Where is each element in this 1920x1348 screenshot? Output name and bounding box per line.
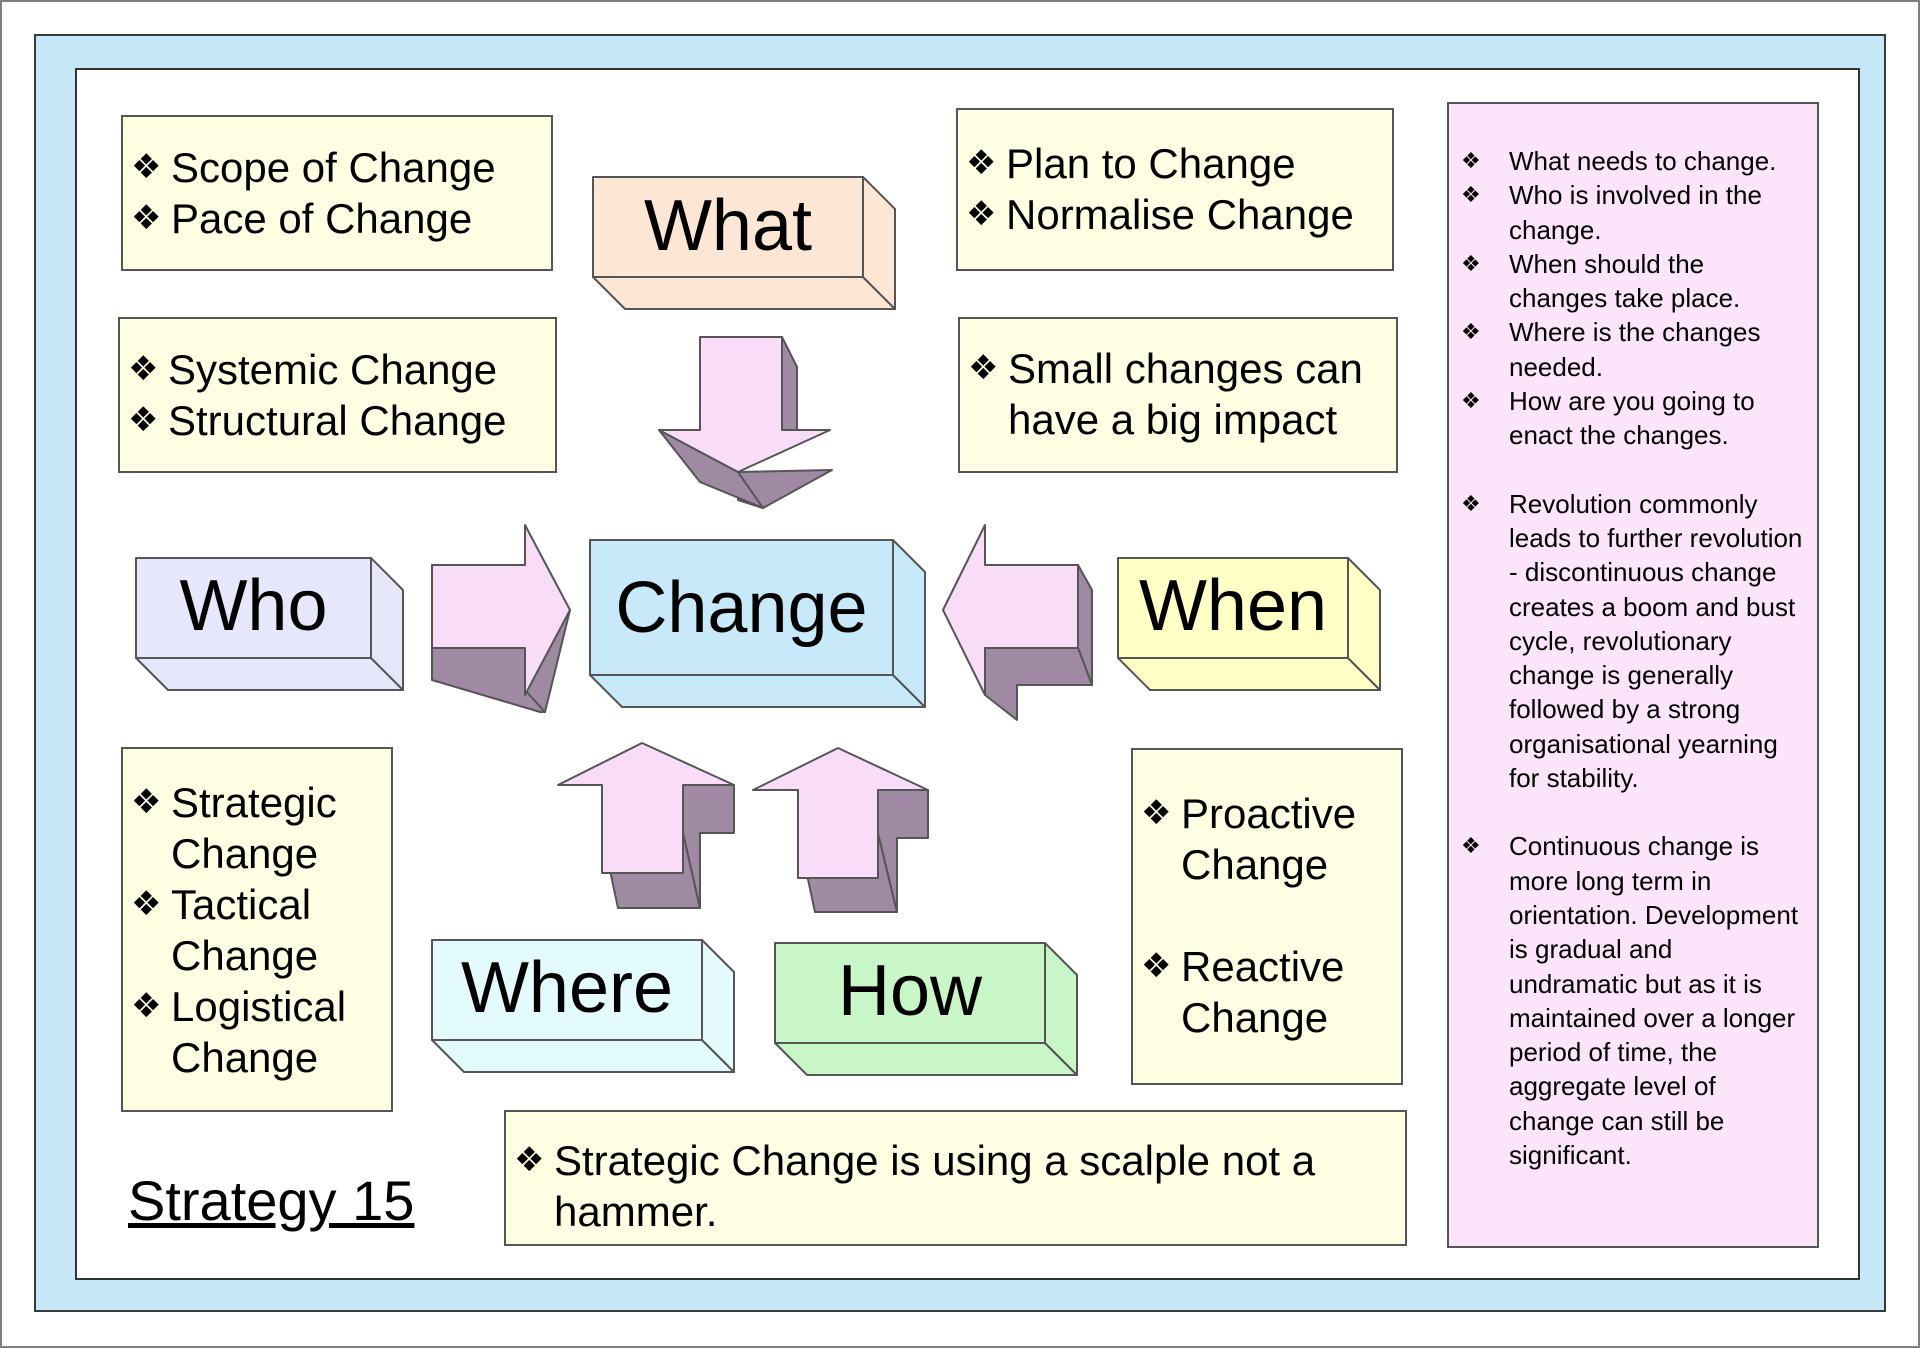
bullet-icon: ❖ (1141, 947, 1172, 985)
note-item: ❖Pace of Change (131, 195, 473, 242)
note-item: ❖Strategic Change is using a scalple not… (514, 1137, 1316, 1235)
plan-normalise-note: ❖Plan to Change ❖Normalise Change (956, 108, 1394, 271)
note-item: ❖Reactive Change (1141, 943, 1345, 1041)
note-item: ❖Scope of Change (131, 144, 496, 191)
strategic-tactical-logistical-note: ❖Strategic Change ❖Tactical Change ❖Logi… (121, 747, 393, 1112)
right-arrow (431, 524, 571, 713)
bullet-icon: ❖ (1461, 148, 1481, 173)
bullet-icon: ❖ (131, 885, 162, 923)
what-label: What (643, 186, 813, 266)
bullet-icon: ❖ (514, 1141, 545, 1179)
bullet-icon: ❖ (1461, 182, 1481, 208)
bullet-icon: ❖ (1461, 319, 1481, 345)
bullet-icon: ❖ (131, 199, 162, 237)
down-arrow (658, 336, 833, 509)
when-label: When (1138, 566, 1328, 646)
bullet-icon: ❖ (966, 144, 997, 182)
change-block (589, 539, 926, 708)
bullet-icon: ❖ (1461, 833, 1481, 859)
note-item: ❖Strategic Change (131, 779, 337, 877)
small-changes-note: ❖Small changes can have a big impact (958, 317, 1398, 473)
bullet-icon: ❖ (1461, 388, 1481, 414)
bullet-icon: ❖ (968, 349, 999, 387)
sidebar-item: ❖What needs to change. (1461, 144, 1807, 178)
note-item: ❖Structural Change (128, 397, 507, 444)
up-arrow-right (752, 747, 929, 913)
bullet-icon: ❖ (1141, 794, 1172, 832)
note-item: ❖Plan to Change (966, 140, 1296, 187)
note-item: ❖Logistical Change (131, 983, 347, 1081)
where-label: Where (460, 948, 674, 1028)
bullet-icon: ❖ (128, 401, 159, 439)
sidebar-summary: ❖What needs to change. ❖Who is involved … (1447, 102, 1819, 1248)
systemic-structural-note: ❖Systemic Change ❖Structural Change (118, 317, 557, 473)
scope-pace-note: ❖Scope of Change ❖Pace of Change (121, 115, 553, 271)
sidebar-item: ❖Revolution commonly leads to further re… (1461, 488, 1803, 794)
proactive-reactive-note: ❖Proactive Change ❖Reactive Change (1131, 748, 1403, 1085)
note-item: ❖Proactive Change (1141, 790, 1357, 888)
sidebar-item: ❖When should the changes take place. (1461, 248, 1741, 314)
sidebar-item: ❖Continuous change is more long term in … (1461, 831, 1799, 1171)
sidebar-item: ❖Who is involved in the change. (1461, 180, 1762, 245)
sidebar-item: ❖Where is the changes needed. (1461, 317, 1761, 382)
note-item: ❖Systemic Change (128, 346, 498, 393)
bullet-icon: ❖ (131, 783, 162, 821)
scalpel-note: ❖Strategic Change is using a scalple not… (504, 1110, 1407, 1246)
page-title: Strategy 15 (128, 1169, 415, 1232)
note-item: ❖Tactical Change (131, 881, 319, 979)
change-label: Change (615, 568, 868, 648)
who-block (135, 557, 404, 691)
up-arrow-left (557, 742, 735, 909)
what-block (592, 176, 896, 310)
where-block (431, 939, 735, 1073)
how-block (774, 942, 1078, 1076)
how-label: How (837, 951, 983, 1031)
note-item: ❖Normalise Change (966, 191, 1354, 238)
bullet-icon: ❖ (128, 350, 159, 388)
who-label: Who (179, 566, 328, 646)
sidebar-item: ❖How are you going to enact the changes. (1461, 386, 1755, 451)
bullet-icon: ❖ (131, 987, 162, 1025)
note-item: ❖Small changes can have a big impact (968, 345, 1363, 443)
bullet-icon: ❖ (131, 148, 162, 186)
bullet-icon: ❖ (1461, 250, 1481, 276)
bullet-icon: ❖ (966, 195, 997, 233)
bullet-icon: ❖ (1461, 490, 1481, 516)
left-arrow (942, 524, 1093, 721)
when-block (1117, 557, 1381, 691)
